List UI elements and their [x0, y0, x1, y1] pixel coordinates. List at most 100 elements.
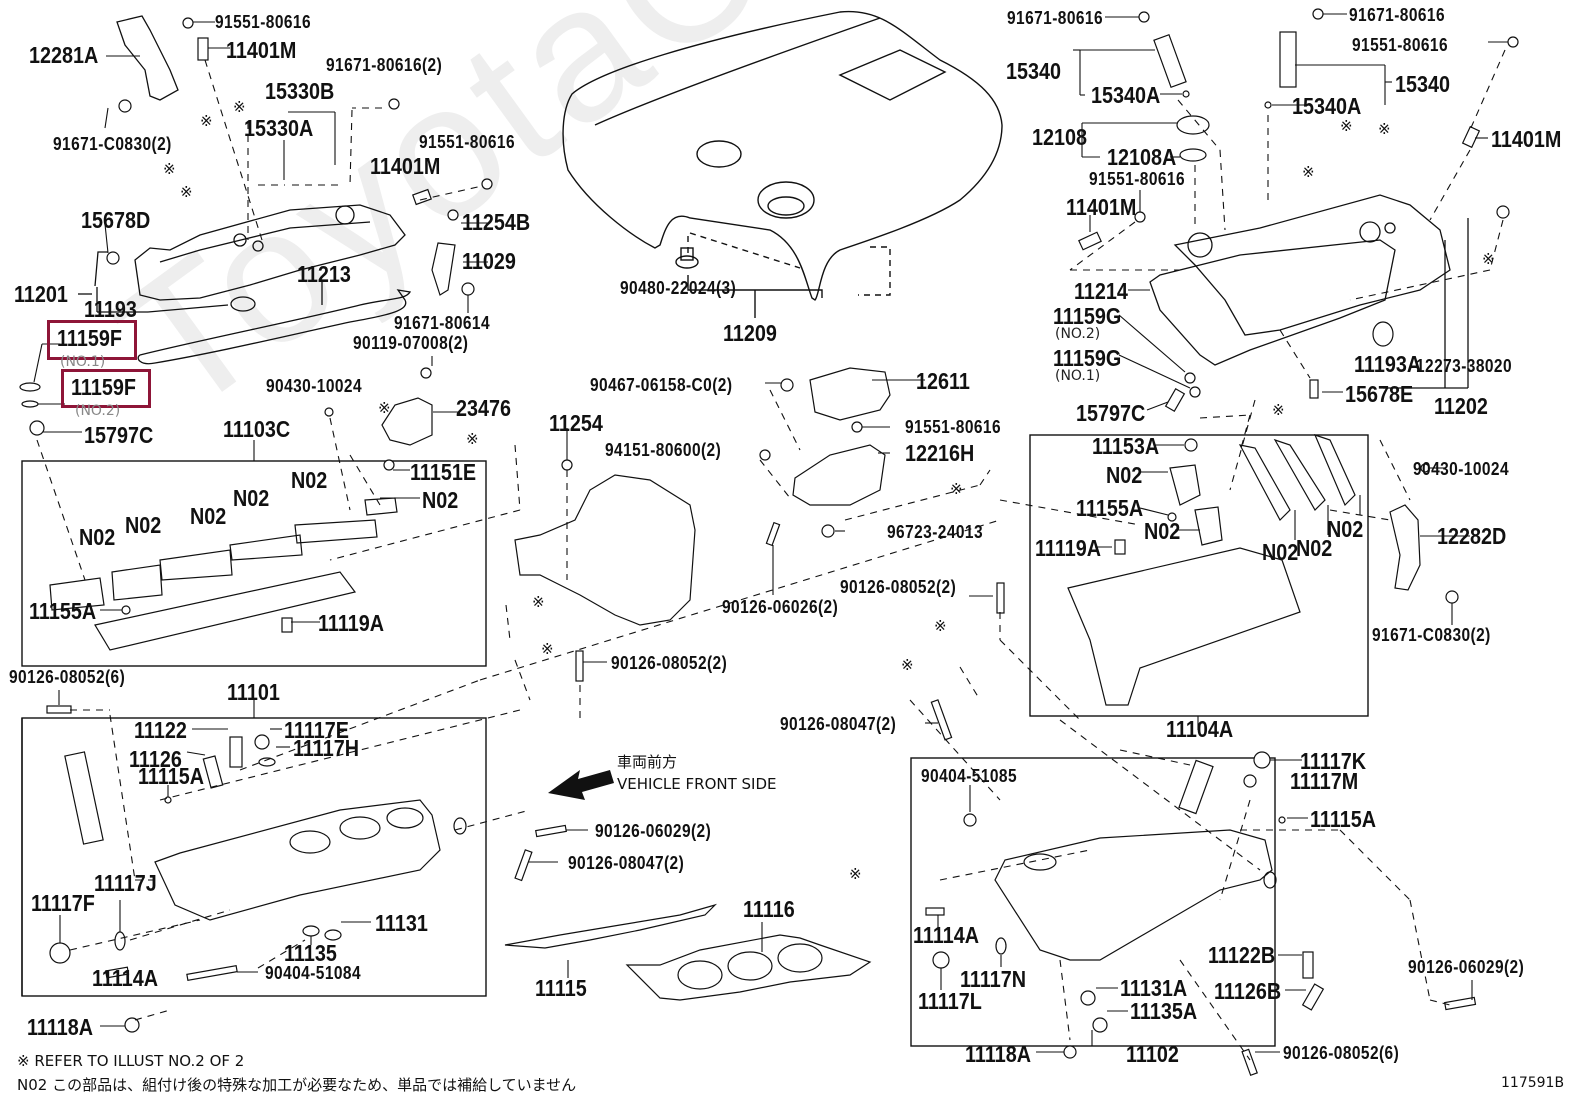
clip-90467-06158[interactable] — [780, 378, 794, 392]
label-12282d[interactable]: 12282D — [1437, 523, 1507, 549]
gasket-11159f-no2[interactable] — [21, 400, 39, 408]
label-90404-51084[interactable]: 90404-51084 — [265, 963, 361, 983]
bracket-12281a[interactable] — [116, 15, 179, 101]
label-11401m[interactable]: 11401M — [226, 37, 297, 63]
bolt-15678e[interactable] — [1309, 379, 1319, 399]
label-11115[interactable]: 11115 — [535, 975, 587, 1001]
pin-11114a-b[interactable] — [925, 907, 945, 916]
seal-11193a[interactable] — [1372, 321, 1394, 347]
pipe-11101-cover[interactable] — [64, 751, 104, 845]
cover-12611[interactable] — [809, 367, 891, 421]
label-11202[interactable]: 11202 — [1434, 393, 1488, 419]
bushing-11119a-a[interactable] — [281, 617, 293, 633]
label-11103c[interactable]: 11103C — [223, 416, 291, 442]
label-n02[interactable]: N02 — [1327, 516, 1364, 542]
cylinder-head-11102[interactable] — [994, 829, 1277, 961]
bolt-91551-80616-r1[interactable] — [1507, 36, 1519, 48]
cap-15797c-b[interactable] — [1164, 388, 1186, 412]
label-11201[interactable]: 11201 — [14, 281, 68, 307]
bolt-91671-c0830-a[interactable] — [118, 99, 132, 113]
label-11115a[interactable]: 11115A — [1310, 806, 1377, 832]
label-11155a[interactable]: 11155A — [1076, 495, 1144, 521]
plug-11117k[interactable] — [1253, 751, 1271, 769]
label-11151e[interactable]: 11151E — [410, 459, 477, 485]
stud-90126-08052-d[interactable] — [1241, 1048, 1258, 1077]
label-11135[interactable]: 11135 — [284, 940, 337, 966]
label-11029[interactable]: 11029 — [462, 248, 516, 274]
camshaft-housing-11104a[interactable] — [1067, 434, 1356, 706]
cap-12108[interactable] — [1176, 115, 1210, 135]
label-90126-08052-6[interactable]: 90126-08052(6) — [9, 667, 126, 687]
label-11122b[interactable]: 11122B — [1208, 942, 1276, 968]
label-n02[interactable]: N02 — [422, 487, 459, 513]
sensor-11401m-r2[interactable] — [1461, 125, 1481, 149]
label-11131[interactable]: 11131 — [375, 910, 428, 936]
label-12108[interactable]: 12108 — [1032, 124, 1088, 150]
plug-11117f[interactable] — [49, 942, 71, 964]
ocv-15340-a[interactable] — [1153, 34, 1187, 88]
label-12611[interactable]: 12611 — [916, 368, 970, 394]
plug-12273-38020[interactable] — [1496, 205, 1510, 219]
label-n02[interactable]: N02 — [1106, 462, 1143, 488]
label-12108a[interactable]: 12108A — [1107, 144, 1177, 170]
stud-90126-08052-b[interactable] — [996, 582, 1005, 614]
label-11117f[interactable]: 11117F — [31, 890, 95, 916]
bolt-11401m-a[interactable] — [197, 37, 209, 61]
label-11114a[interactable]: 11114A — [92, 965, 159, 991]
plug-11118a-b[interactable] — [1063, 1045, 1077, 1059]
timing-chain-guide-12282d[interactable] — [1389, 504, 1421, 591]
cylinder-head-cover-11202[interactable] — [1149, 194, 1469, 389]
label-91671-80614[interactable]: 91671-80614 — [394, 313, 490, 333]
label-n02[interactable]: N02 — [233, 485, 270, 511]
pipe-11102-cover[interactable] — [1178, 759, 1214, 815]
gasket-11117m[interactable] — [1243, 774, 1257, 788]
label-90126-08052-6[interactable]: 90126-08052(6) — [1283, 1043, 1400, 1063]
label-15340a[interactable]: 15340A — [1091, 82, 1161, 108]
camshaft-housing-11103c[interactable] — [49, 497, 398, 651]
gasket-11117h[interactable] — [258, 757, 276, 767]
guide-11126b[interactable] — [1301, 983, 1325, 1011]
label-11401m[interactable]: 11401M — [370, 153, 441, 179]
bolt-11153a[interactable] — [1184, 438, 1198, 452]
label-11104a[interactable]: 11104A — [1166, 716, 1234, 742]
label-15340[interactable]: 15340 — [1006, 58, 1062, 84]
stud-11254[interactable] — [561, 459, 573, 471]
label-11126b[interactable]: 11126B — [1214, 978, 1282, 1004]
label-91551-80616[interactable]: 91551-80616 — [1089, 169, 1185, 189]
bushing-11119a-b[interactable] — [1114, 539, 1126, 555]
bushing-11155a-a[interactable] — [121, 605, 131, 615]
label-90126-06026-2[interactable]: 90126-06026(2) — [722, 597, 839, 617]
label-11159g-no2[interactable]: 11159G — [1053, 303, 1122, 329]
label-23476[interactable]: 23476 — [456, 395, 512, 421]
gasket-11213[interactable] — [137, 289, 412, 365]
plug-11117e[interactable] — [254, 734, 270, 750]
bracket-11029[interactable] — [431, 242, 456, 296]
label-n02[interactable]: N02 — [125, 512, 162, 538]
plug-11115a-b[interactable] — [1278, 816, 1286, 824]
label-91671-c0830-2[interactable]: 91671-C0830(2) — [53, 134, 172, 154]
label-91551-80616[interactable]: 91551-80616 — [1352, 35, 1448, 55]
label-11117l[interactable]: 11117L — [918, 988, 982, 1014]
stud-90126-06026[interactable] — [765, 521, 781, 547]
bolt-91551-80616-a[interactable] — [182, 17, 194, 29]
sensor-11401m-b[interactable] — [412, 188, 432, 206]
bolt-91671-80616-r2[interactable] — [1312, 8, 1324, 20]
label-n02[interactable]: N02 — [1262, 539, 1299, 565]
pin-11114a-a[interactable] — [104, 966, 130, 979]
label-11153a[interactable]: 11153A — [1092, 433, 1160, 459]
label-91671-80616-2[interactable]: 91671-80616(2) — [326, 55, 443, 75]
label-n02[interactable]: N02 — [79, 524, 116, 550]
label-94151-80600-2[interactable]: 94151-80600(2) — [605, 440, 722, 460]
stud-90126-06029-a[interactable] — [535, 824, 567, 838]
label-15678e[interactable]: 15678E — [1345, 381, 1414, 407]
label-11214[interactable]: 11214 — [1074, 278, 1128, 304]
label-11117j[interactable]: 11117J — [94, 870, 157, 896]
label-91551-80616[interactable]: 91551-80616 — [215, 12, 311, 32]
label-12273-38020[interactable]: 12273-38020 — [1416, 356, 1512, 376]
cylinder-head-11101[interactable] — [154, 799, 467, 921]
label-11117e[interactable]: 11117E — [284, 717, 349, 743]
label-11115a[interactable]: 11115A — [138, 763, 205, 789]
bolt-15678d[interactable] — [106, 251, 120, 265]
bolt-91671-80616[interactable] — [388, 98, 400, 110]
label-11114a[interactable]: 11114A — [913, 922, 980, 948]
